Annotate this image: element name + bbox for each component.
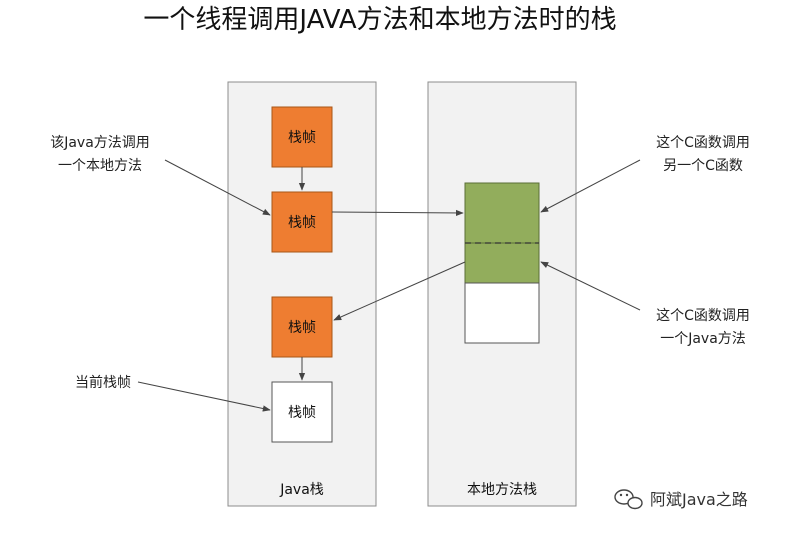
arrow-java-to-native	[331, 209, 464, 217]
svg-text:阿斌Java之路: 阿斌Java之路	[650, 490, 748, 509]
svg-text:一个Java方法: 一个Java方法	[660, 331, 746, 347]
diagram-title: 一个线程调用JAVA方法和本地方法时的栈	[143, 5, 616, 35]
arrow-native-to-java	[333, 261, 466, 321]
svg-text:一个本地方法: 一个本地方法	[58, 158, 142, 174]
annotation-java-calls-native: 该Java方法调用 一个本地方法	[50, 135, 271, 216]
java-stack-label: Java栈	[279, 482, 324, 498]
svg-text:栈帧: 栈帧	[288, 215, 316, 231]
svg-text:当前栈帧: 当前栈帧	[75, 374, 131, 391]
java-frame-current: 栈帧	[271, 381, 333, 443]
watermark: 阿斌Java之路	[614, 489, 748, 510]
svg-text:这个C函数调用: 这个C函数调用	[656, 307, 750, 324]
svg-text:栈帧: 栈帧	[288, 405, 316, 421]
native-frame-empty	[464, 282, 540, 344]
native-frame-1	[464, 182, 540, 244]
java-frame-3: 栈帧	[271, 296, 333, 358]
svg-text:这个C函数调用: 这个C函数调用	[656, 134, 750, 151]
svg-text:该Java方法调用: 该Java方法调用	[50, 135, 150, 151]
svg-text:栈帧: 栈帧	[288, 320, 316, 336]
native-frame-2	[464, 242, 540, 284]
svg-text:另一个C函数: 另一个C函数	[663, 158, 743, 174]
native-stack-column: 本地方法栈	[427, 81, 577, 507]
native-stack-label: 本地方法栈	[467, 482, 537, 498]
wechat-icon	[614, 489, 643, 510]
java-frame-1: 栈帧	[271, 106, 333, 168]
annotation-c-calls-java: 这个C函数调用 一个Java方法	[540, 261, 750, 347]
svg-text:栈帧: 栈帧	[288, 130, 316, 146]
annotation-c-calls-c: 这个C函数调用 另一个C函数	[540, 134, 750, 213]
annotation-current-frame: 当前栈帧	[75, 374, 271, 412]
java-frame-2: 栈帧	[271, 191, 333, 253]
